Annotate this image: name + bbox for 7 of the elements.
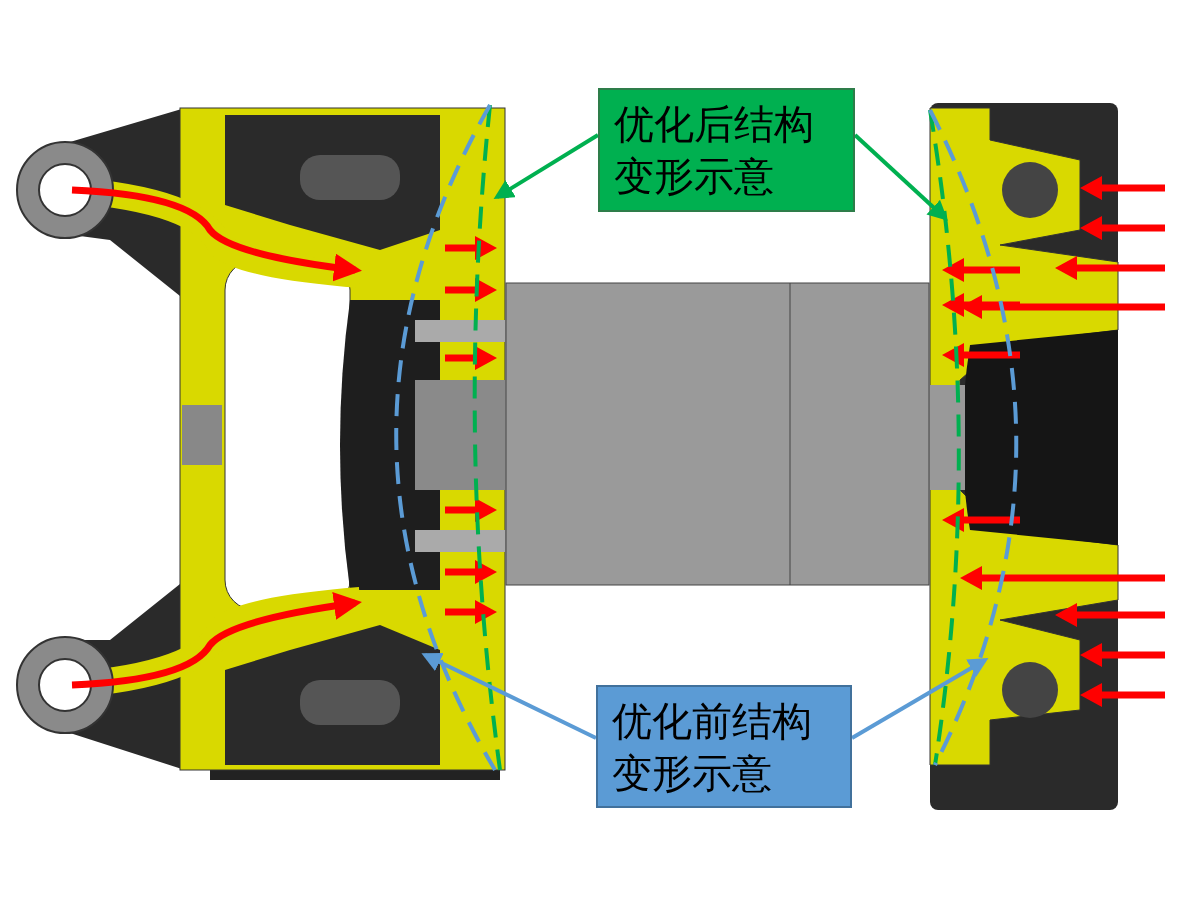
leader-arrow [851, 658, 989, 740]
callout-text: 优化前结构变形示意 [612, 696, 813, 798]
leader-arrow [421, 653, 597, 740]
callout-text: 优化后结构变形示意 [614, 100, 815, 201]
leader-arrow [493, 133, 600, 200]
callout-box [598, 88, 855, 212]
callout-box [596, 685, 852, 808]
